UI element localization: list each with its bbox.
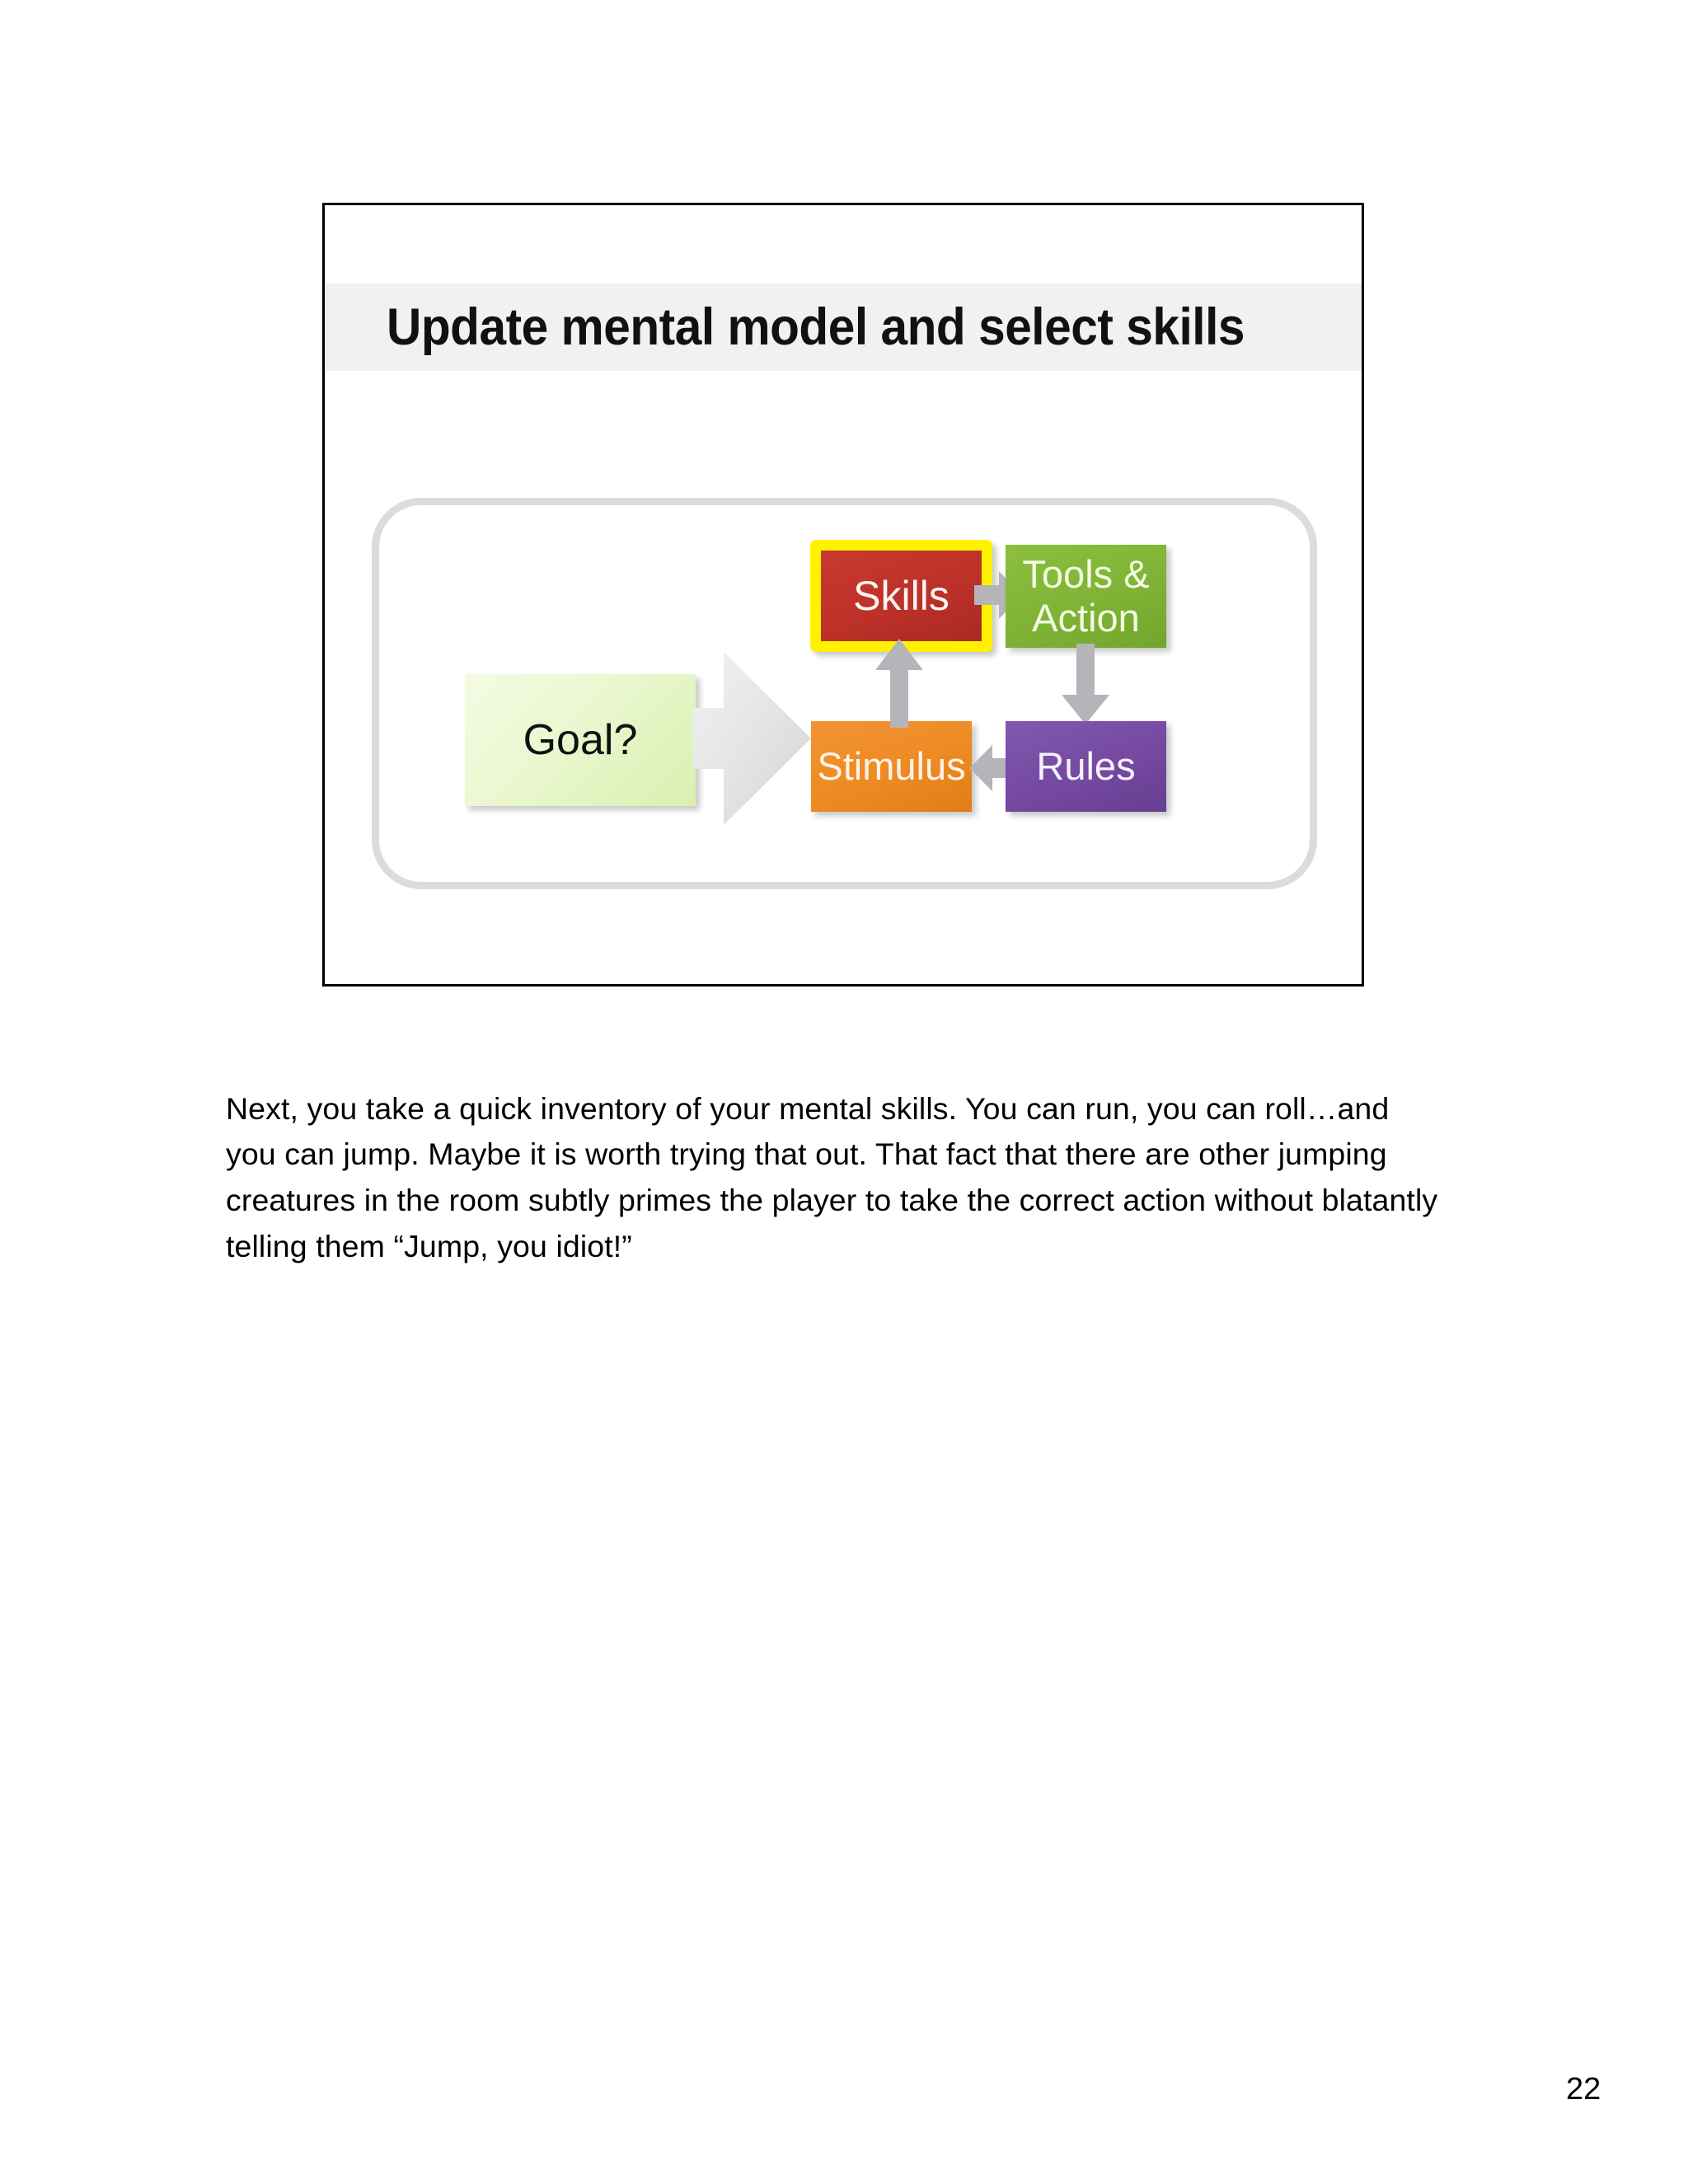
diagram-node-tools-action-label-line1: Tools & bbox=[1022, 551, 1150, 596]
body-paragraph: Next, you take a quick inventory of your… bbox=[226, 1090, 1438, 1264]
slide-figure: Update mental model and select skills Go… bbox=[322, 203, 1364, 987]
diagram-node-tools-action: Tools & Action bbox=[1006, 545, 1166, 648]
diagram-node-skills: Skills bbox=[821, 551, 982, 641]
diagram-node-goal-label: Goal? bbox=[523, 715, 638, 764]
arrow-tools-to-rules-icon bbox=[1062, 644, 1109, 724]
arrow-stimulus-to-skills-icon bbox=[875, 639, 923, 728]
slide-title: Update mental model and select skills bbox=[387, 298, 1245, 356]
page-number: 22 bbox=[1566, 2072, 1601, 2107]
diagram-node-rules-label: Rules bbox=[1036, 743, 1136, 788]
diagram-node-stimulus-label: Stimulus bbox=[817, 743, 966, 788]
diagram-node-skills-label: Skills bbox=[853, 573, 950, 619]
diagram-container: Goal? Skills Tools & Action bbox=[372, 498, 1317, 889]
diagram-node-rules: Rules bbox=[1006, 721, 1166, 812]
diagram-node-tools-action-label-line2: Action bbox=[1032, 595, 1140, 640]
diagram-node-stimulus: Stimulus bbox=[811, 721, 972, 812]
slide-title-band: Update mental model and select skills bbox=[325, 284, 1362, 371]
arrow-goal-to-skills-icon bbox=[692, 652, 811, 825]
arrow-rules-to-stimulus-icon bbox=[969, 745, 1017, 791]
diagram-node-goal: Goal? bbox=[465, 674, 696, 806]
